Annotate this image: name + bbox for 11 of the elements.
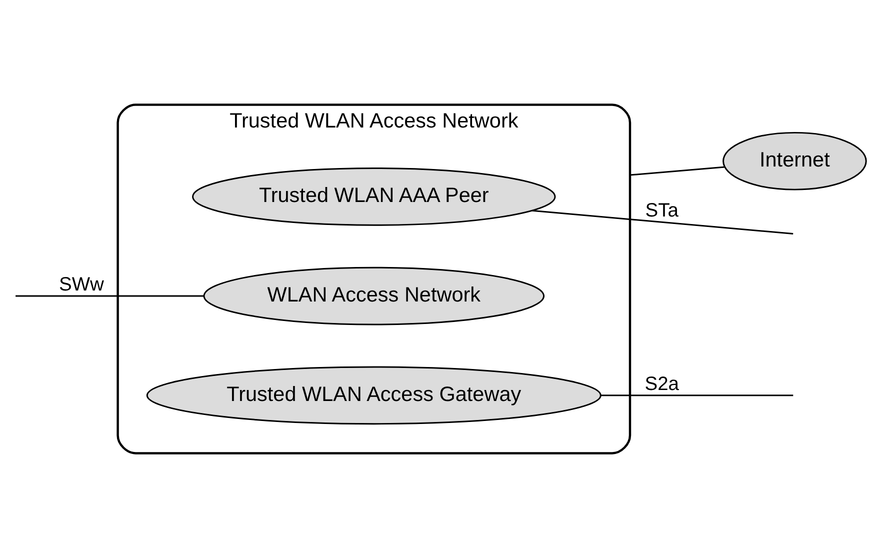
connector [532, 210, 794, 234]
edge-label: SWw [58, 274, 104, 296]
connector [630, 166, 725, 176]
connector [600, 394, 794, 396]
edge-label: S2a [644, 374, 680, 396]
edge-label: STa [645, 200, 678, 222]
connector [16, 295, 204, 297]
node-ellipse: Trusted WLAN AAA Peer [192, 168, 556, 226]
node-ellipse: Internet [722, 132, 867, 190]
node-ellipse: Trusted WLAN Access Gateway [146, 366, 602, 425]
node-ellipse: WLAN Access Network [203, 266, 545, 326]
